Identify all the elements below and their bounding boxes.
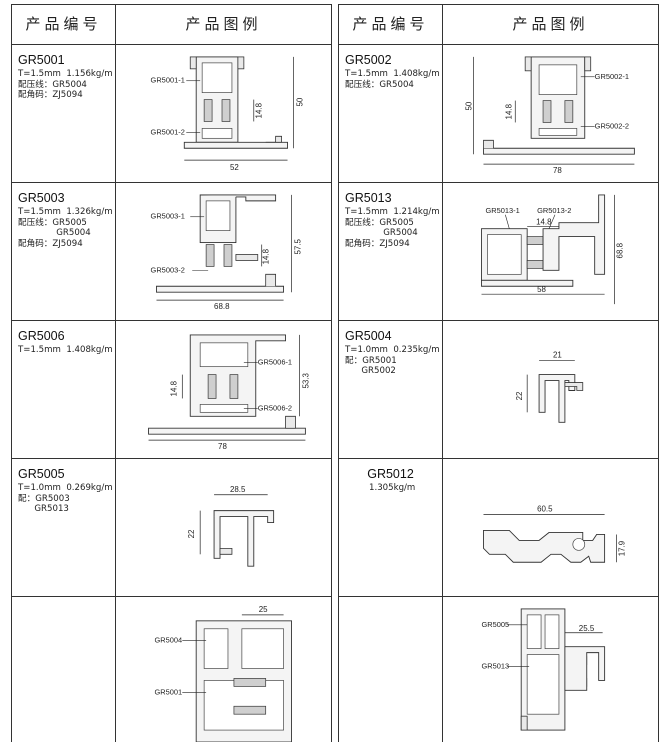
- assembly-drawing: GR5005 GR5013 25.5: [443, 597, 658, 742]
- svg-text:25: 25: [259, 605, 268, 614]
- svg-text:17.9: 17.9: [617, 540, 626, 556]
- product-code: GR5005: [18, 467, 65, 481]
- profile-drawing: 60.5 17.9: [443, 459, 658, 596]
- svg-text:25.5: 25.5: [579, 624, 595, 633]
- header-product-code: 产品编号: [352, 15, 429, 33]
- product-code: GR5013: [345, 191, 392, 205]
- svg-text:50: 50: [295, 97, 304, 106]
- table-row: GR5005 GR5013 25.5: [338, 596, 659, 742]
- svg-text:68.8: 68.8: [615, 242, 624, 258]
- svg-text:21: 21: [553, 351, 562, 360]
- table-row: GR5004 T=1.0mm 0.235kg/m 配：GR5001 GR5002…: [338, 320, 659, 458]
- svg-text:28.5: 28.5: [230, 485, 246, 494]
- table-row: GR5004 GR5001 25: [11, 596, 332, 742]
- header-product-figure: 产品图例: [185, 15, 262, 33]
- svg-text:GR5006-1: GR5006-1: [258, 358, 292, 367]
- table-header: 产品编号 产品图例: [11, 4, 332, 44]
- table-row: GR5001 T=1.5mm 1.156kg/m 配压线：GR5004 配角码：…: [11, 44, 332, 182]
- svg-text:GR5003-1: GR5003-1: [151, 212, 185, 221]
- product-code: GR5002: [345, 53, 392, 67]
- svg-text:GR5006-2: GR5006-2: [258, 403, 292, 412]
- product-spec: T=1.5mm 1.408kg/m 配压线：GR5004: [345, 69, 440, 90]
- table-row: GR5006 T=1.5mm 1.408kg/m GR5006-1 GR5006…: [11, 320, 332, 458]
- svg-text:14.8: 14.8: [262, 248, 271, 264]
- svg-text:14.8: 14.8: [169, 380, 178, 396]
- product-spec: T=1.5mm 1.326kg/m 配压线：GR5005 GR5004 配角码：…: [18, 207, 113, 249]
- product-code: GR5003: [18, 191, 65, 205]
- svg-text:GR5005: GR5005: [481, 620, 509, 629]
- svg-text:14.8: 14.8: [504, 103, 513, 119]
- product-code: GR5004: [345, 329, 392, 343]
- table-row: GR5002 T=1.5mm 1.408kg/m 配压线：GR5004 GR50…: [338, 44, 659, 182]
- table-row: GR5013 T=1.5mm 1.214kg/m 配压线：GR5005 GR50…: [338, 182, 659, 320]
- profile-drawing: GR5003-1 GR5003-2 57.5 14.8 68.8: [116, 183, 331, 320]
- svg-text:GR5003-2: GR5003-2: [151, 265, 185, 274]
- product-code: GR5012: [367, 467, 414, 481]
- product-spec: T=1.5mm 1.408kg/m: [18, 345, 113, 355]
- svg-text:68.8: 68.8: [214, 302, 230, 311]
- product-code: GR5001: [18, 53, 65, 67]
- profile-drawing: 28.5 22: [116, 459, 331, 596]
- svg-text:50: 50: [465, 101, 474, 110]
- svg-text:GR5001-1: GR5001-1: [151, 76, 185, 85]
- svg-text:57.5: 57.5: [293, 238, 302, 254]
- svg-text:60.5: 60.5: [537, 505, 553, 514]
- assembly-drawing: GR5004 GR5001 25: [116, 597, 331, 742]
- svg-text:GR5001-2: GR5001-2: [151, 127, 185, 136]
- product-spec: 1.305kg/m: [369, 483, 416, 493]
- table-row: GR5005 T=1.0mm 0.269kg/m 配：GR5003 GR5013…: [11, 458, 332, 596]
- svg-text:GR5013: GR5013: [481, 662, 509, 671]
- profile-drawing: GR5013-1 GR5013-2 14.8 68.8 58: [443, 183, 658, 320]
- left-table: 产品编号 产品图例 GR5001 T=1.5mm 1.156kg/m 配压线：G…: [11, 4, 332, 742]
- product-spec: T=1.0mm 0.235kg/m 配：GR5001 GR5002: [345, 345, 440, 376]
- svg-text:GR5001: GR5001: [154, 687, 182, 696]
- svg-text:GR5004: GR5004: [154, 636, 182, 645]
- svg-text:78: 78: [553, 166, 562, 175]
- product-spec: T=1.5mm 1.214kg/m 配压线：GR5005 GR5004 配角码：…: [345, 207, 440, 249]
- svg-text:52: 52: [230, 163, 239, 172]
- svg-text:53.3: 53.3: [301, 372, 310, 388]
- product-spec: T=1.0mm 0.269kg/m 配：GR5003 GR5013: [18, 483, 113, 514]
- svg-text:GR5013-1: GR5013-1: [485, 206, 519, 215]
- svg-text:22: 22: [515, 391, 524, 400]
- svg-text:58: 58: [537, 285, 546, 294]
- profile-drawing: GR5006-1 GR5006-2 53.3 14.8 78: [116, 321, 331, 458]
- profile-drawing: 21 22: [443, 321, 658, 458]
- svg-text:14.8: 14.8: [536, 218, 552, 227]
- product-code: GR5006: [18, 329, 65, 343]
- svg-text:GR5013-2: GR5013-2: [537, 206, 571, 215]
- right-table: 产品编号 产品图例 GR5002 T=1.5mm 1.408kg/m 配压线：G…: [338, 4, 659, 742]
- product-spec: T=1.5mm 1.156kg/m 配压线：GR5004 配角码：ZJ5094: [18, 69, 113, 100]
- svg-text:GR5002-1: GR5002-1: [595, 72, 629, 81]
- svg-text:14.8: 14.8: [255, 102, 264, 118]
- svg-text:22: 22: [187, 529, 196, 538]
- table-header: 产品编号 产品图例: [338, 4, 659, 44]
- table-row: GR5012 1.305kg/m 60.5 17.9: [338, 458, 659, 596]
- profile-drawing: GR5001-1 GR5001-2 50 14.8 52: [116, 45, 331, 182]
- header-product-figure: 产品图例: [512, 15, 589, 33]
- header-product-code: 产品编号: [25, 15, 102, 33]
- profile-drawing: GR5002-1 GR5002-2 50 14.8 78: [443, 45, 658, 182]
- table-row: GR5003 T=1.5mm 1.326kg/m 配压线：GR5005 GR50…: [11, 182, 332, 320]
- svg-text:78: 78: [218, 442, 227, 451]
- svg-text:GR5002-2: GR5002-2: [595, 121, 629, 130]
